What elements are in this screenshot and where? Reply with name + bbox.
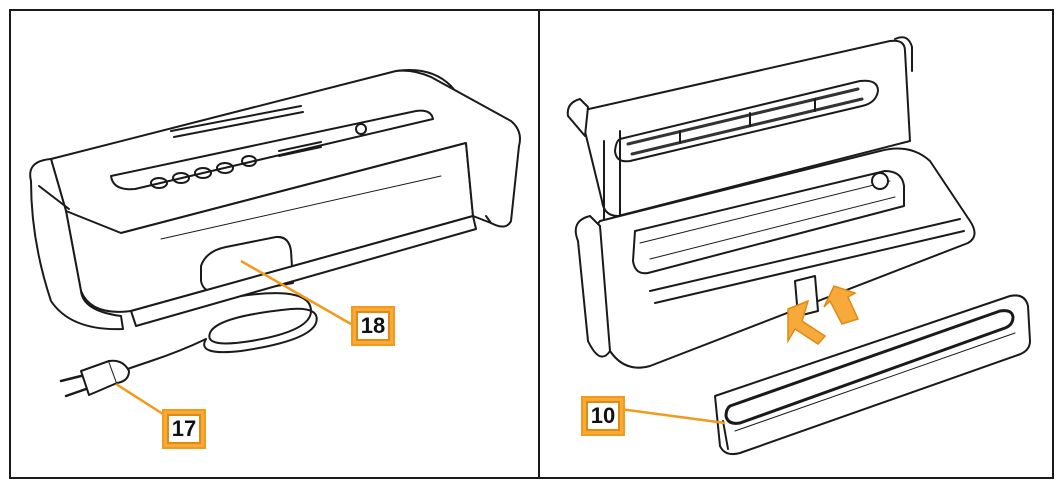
callout-17-label: 17 — [167, 414, 201, 444]
panel-closed-sealer: 17 18 — [11, 11, 538, 477]
callout-18: 18 — [351, 306, 395, 346]
panel-divider — [538, 9, 540, 479]
callout-17: 17 — [162, 409, 206, 449]
arrow-out — [787, 299, 827, 345]
closed-sealer-illustration — [29, 69, 521, 418]
arrow-in — [823, 285, 860, 325]
open-sealer-illustration — [566, 36, 1031, 456]
callout-18-label: 18 — [356, 311, 390, 341]
panel-open-sealer: 10 — [540, 11, 1052, 477]
figure-frame — [9, 9, 1054, 479]
callout-10-label: 10 — [586, 401, 620, 431]
callout-10: 10 — [581, 396, 625, 436]
